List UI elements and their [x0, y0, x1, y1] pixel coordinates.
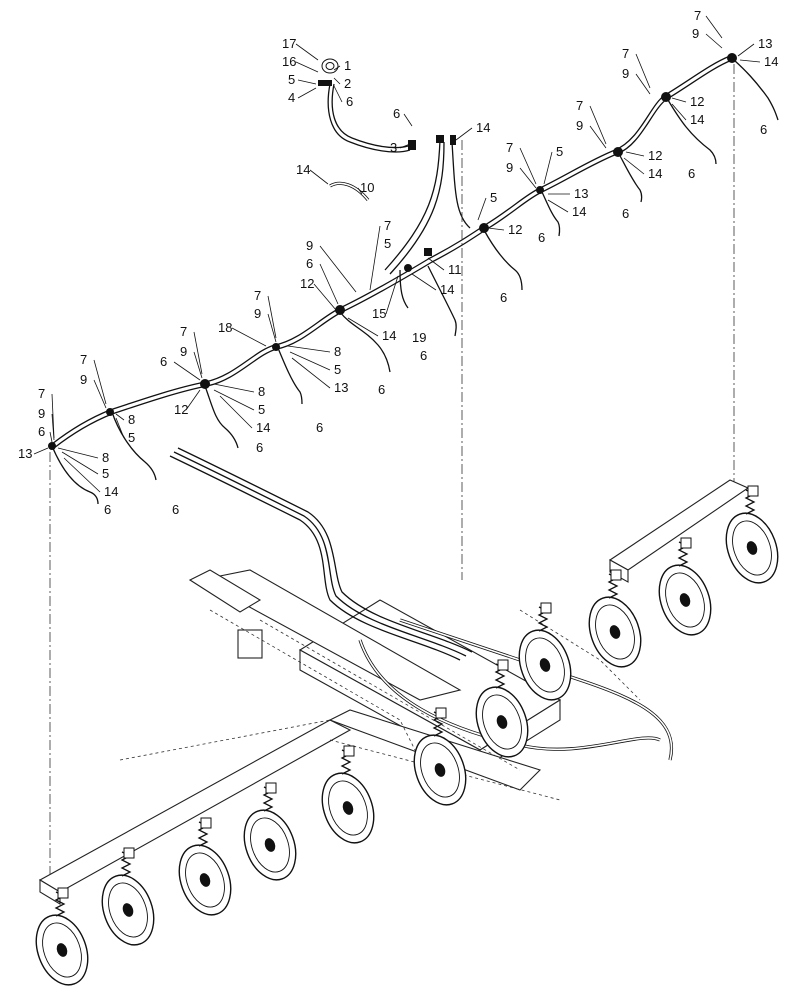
- callout-8: 8: [334, 344, 341, 359]
- coulter-wheel: [321, 745, 375, 844]
- callout-6: 6: [38, 424, 45, 439]
- callout-14: 14: [476, 120, 490, 135]
- callout-12: 12: [648, 148, 662, 163]
- callout-14: 14: [382, 328, 396, 343]
- callout-6: 6: [316, 420, 323, 435]
- coulter-wheel: [101, 847, 155, 946]
- callout-8: 8: [128, 412, 135, 427]
- callout-5: 5: [102, 466, 109, 481]
- callout-14: 14: [764, 54, 778, 69]
- callout-17: 17: [282, 36, 296, 51]
- callout-9: 9: [38, 406, 45, 421]
- callout-7: 7: [694, 8, 701, 23]
- callout-15: 15: [372, 306, 386, 321]
- coulter-wheel: [178, 817, 232, 916]
- callout-9: 9: [306, 238, 313, 253]
- alignment-lines: [49, 64, 735, 880]
- coulter-wheel: [413, 707, 467, 806]
- callout-7: 7: [180, 324, 187, 339]
- callout-9: 9: [506, 160, 513, 175]
- callout-14: 14: [690, 112, 704, 127]
- callout-13: 13: [334, 380, 348, 395]
- callout-5: 5: [556, 144, 563, 159]
- callout-19: 19: [412, 330, 426, 345]
- callout-9: 9: [80, 372, 87, 387]
- callout-13: 13: [758, 36, 772, 51]
- callout-6: 6: [538, 230, 545, 245]
- callout-6: 6: [256, 440, 263, 455]
- callout-8: 8: [102, 450, 109, 465]
- callout-labels: 1716541266314141079131467912146791214679…: [18, 8, 778, 517]
- hose-harness: [33, 15, 779, 505]
- callout-16: 16: [282, 54, 296, 69]
- callout-5: 5: [490, 190, 497, 205]
- coulter-wheel: [243, 782, 297, 881]
- callout-7: 7: [506, 140, 513, 155]
- callout-18: 18: [218, 320, 232, 335]
- callout-9: 9: [622, 66, 629, 81]
- callout-6: 6: [622, 206, 629, 221]
- coulter-wheels: [35, 485, 779, 986]
- callout-14: 14: [648, 166, 662, 181]
- callout-5: 5: [258, 402, 265, 417]
- callout-7: 7: [38, 386, 45, 401]
- callout-7: 7: [576, 98, 583, 113]
- callout-14: 14: [256, 420, 270, 435]
- callout-13: 13: [574, 186, 588, 201]
- callout-10: 10: [360, 180, 374, 195]
- coulter-wheel: [35, 887, 89, 986]
- coulter-wheel: [475, 659, 529, 758]
- callout-2: 2: [344, 76, 351, 91]
- callout-6: 6: [393, 106, 400, 121]
- coulter-wheel: [725, 485, 779, 584]
- callout-12: 12: [690, 94, 704, 109]
- callout-13: 13: [18, 446, 32, 461]
- toolbar-frame: [38, 447, 750, 905]
- callout-6: 6: [378, 382, 385, 397]
- callout-5: 5: [334, 362, 341, 377]
- callout-6: 6: [420, 348, 427, 363]
- callout-6: 6: [306, 256, 313, 271]
- callout-5: 5: [384, 236, 391, 251]
- callout-12: 12: [174, 402, 188, 417]
- callout-9: 9: [576, 118, 583, 133]
- callout-6: 6: [688, 166, 695, 181]
- callout-9: 9: [254, 306, 261, 321]
- coulter-wheel: [658, 537, 712, 636]
- callout-5: 5: [288, 72, 295, 87]
- callout-6: 6: [172, 502, 179, 517]
- callout-7: 7: [80, 352, 87, 367]
- callout-7: 7: [254, 288, 261, 303]
- callout-9: 9: [180, 344, 187, 359]
- callout-12: 12: [300, 276, 314, 291]
- callout-12: 12: [508, 222, 522, 237]
- callout-6: 6: [500, 290, 507, 305]
- callout-11: 11: [448, 262, 462, 277]
- callout-6: 6: [346, 94, 353, 109]
- callout-6: 6: [760, 122, 767, 137]
- callout-8: 8: [258, 384, 265, 399]
- callout-4: 4: [288, 90, 295, 105]
- callout-6: 6: [160, 354, 167, 369]
- callout-3: 3: [390, 140, 397, 155]
- callout-14: 14: [440, 282, 454, 297]
- callout-7: 7: [622, 46, 629, 61]
- callout-9: 9: [692, 26, 699, 41]
- callout-14: 14: [104, 484, 118, 499]
- callout-1: 1: [344, 58, 351, 73]
- callout-5: 5: [128, 430, 135, 445]
- callout-7: 7: [384, 218, 391, 233]
- callout-6: 6: [104, 502, 111, 517]
- callout-14: 14: [296, 162, 310, 177]
- coulter-wheel: [588, 569, 642, 668]
- coulter-wheel: [518, 602, 572, 701]
- callout-14: 14: [572, 204, 586, 219]
